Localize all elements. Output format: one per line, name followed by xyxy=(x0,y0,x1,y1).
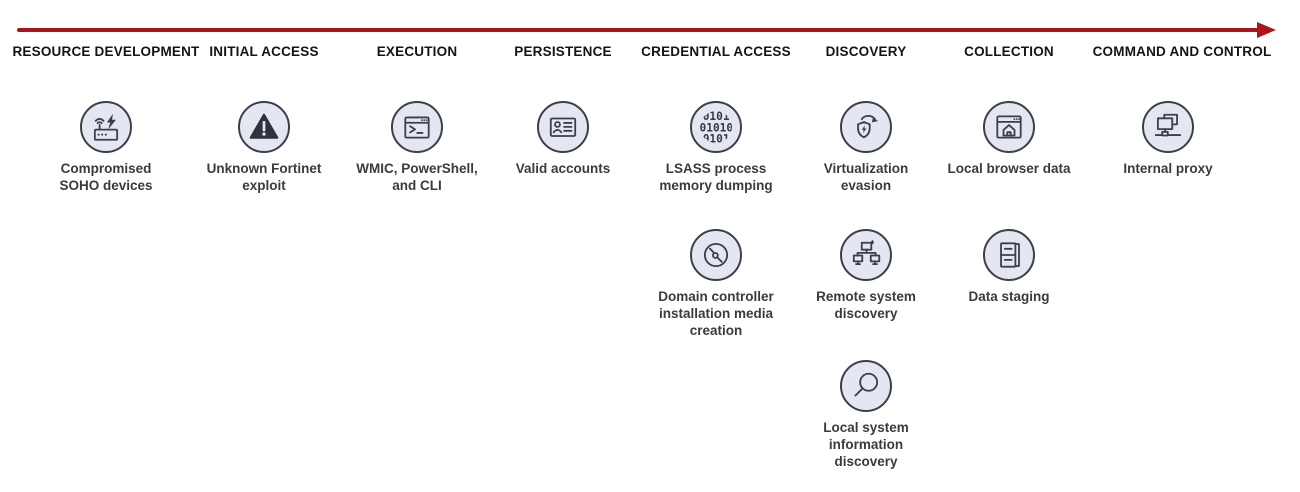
timeline-arrowhead-icon xyxy=(1257,22,1276,38)
tactic-header-credential-access: CREDENTIAL ACCESS xyxy=(641,44,791,59)
drawer-cabinet-icon xyxy=(983,229,1035,281)
column-credential-access: 0101 01010 0101 LSASS process memory dum… xyxy=(631,0,801,492)
technique-label: Local system information discovery xyxy=(823,420,909,469)
technique-label: Local browser data xyxy=(947,161,1071,176)
column-execution: WMIC, PowerShell, and CLI xyxy=(332,0,502,492)
column-initial-access: Unknown Fortinet exploit xyxy=(179,0,349,492)
tactic-header-execution: EXECUTION xyxy=(376,44,458,59)
technique-item: Compromised SOHO devices xyxy=(21,101,191,194)
disc-media-icon xyxy=(690,229,742,281)
technique-label: Data staging xyxy=(968,289,1050,304)
column-command-and-control: Internal proxy xyxy=(1083,0,1253,492)
technique-item: Virtualization evasion xyxy=(781,101,951,194)
svg-text:01010: 01010 xyxy=(700,121,733,134)
technique-label: Internal proxy xyxy=(1123,161,1213,176)
technique-item: Local system information discovery xyxy=(781,360,951,470)
tactic-header-collection: COLLECTION xyxy=(964,44,1054,59)
technique-label: Domain controller installation media cre… xyxy=(658,289,774,338)
technique-label: Valid accounts xyxy=(515,161,611,176)
tactic-header-initial-access: INITIAL ACCESS xyxy=(209,44,319,59)
column-discovery: Virtualization evasion Remote system dis… xyxy=(781,0,951,492)
timeline-arrow-line xyxy=(17,28,1259,32)
technique-label: LSASS process memory dumping xyxy=(659,161,773,193)
technique-item: Remote system discovery xyxy=(781,229,951,322)
technique-item: Internal proxy xyxy=(1083,101,1253,177)
tactic-header-command-and-control: COMMAND AND CONTROL xyxy=(1092,44,1272,59)
browser-home-icon xyxy=(983,101,1035,153)
technique-item: Local browser data xyxy=(924,101,1094,177)
tactic-header-resource-development: RESOURCE DEVELOPMENT xyxy=(12,44,200,59)
technique-item: WMIC, PowerShell, and CLI xyxy=(332,101,502,194)
technique-label: Compromised SOHO devices xyxy=(59,161,153,193)
technique-item: Domain controller installation media cre… xyxy=(631,229,801,339)
warning-triangle-icon xyxy=(238,101,290,153)
magnifier-icon xyxy=(840,360,892,412)
column-collection: Local browser data Data staging xyxy=(924,0,1094,492)
technique-label: WMIC, PowerShell, and CLI xyxy=(356,161,478,193)
router-lightning-icon xyxy=(80,101,132,153)
tactic-header-discovery: DISCOVERY xyxy=(825,44,907,59)
technique-label: Virtualization evasion xyxy=(823,161,909,193)
tactic-header-persistence: PERSISTENCE xyxy=(514,44,612,59)
network-tree-icon xyxy=(840,229,892,281)
column-resource-development: Compromised SOHO devices xyxy=(21,0,191,492)
shield-refresh-icon xyxy=(840,101,892,153)
column-persistence: Valid accounts xyxy=(478,0,648,492)
dual-monitor-network-icon xyxy=(1142,101,1194,153)
technique-item: Data staging xyxy=(924,229,1094,305)
id-card-icon xyxy=(537,101,589,153)
svg-text:0101: 0101 xyxy=(703,110,730,123)
terminal-window-icon xyxy=(391,101,443,153)
technique-label: Unknown Fortinet exploit xyxy=(206,161,322,193)
technique-item: 0101 01010 0101 LSASS process memory dum… xyxy=(631,101,801,194)
svg-text:0101: 0101 xyxy=(703,132,730,144)
binary-code-icon: 0101 01010 0101 xyxy=(690,101,742,153)
technique-label: Remote system discovery xyxy=(816,289,916,321)
technique-item: Unknown Fortinet exploit xyxy=(179,101,349,194)
technique-item: Valid accounts xyxy=(478,101,648,177)
